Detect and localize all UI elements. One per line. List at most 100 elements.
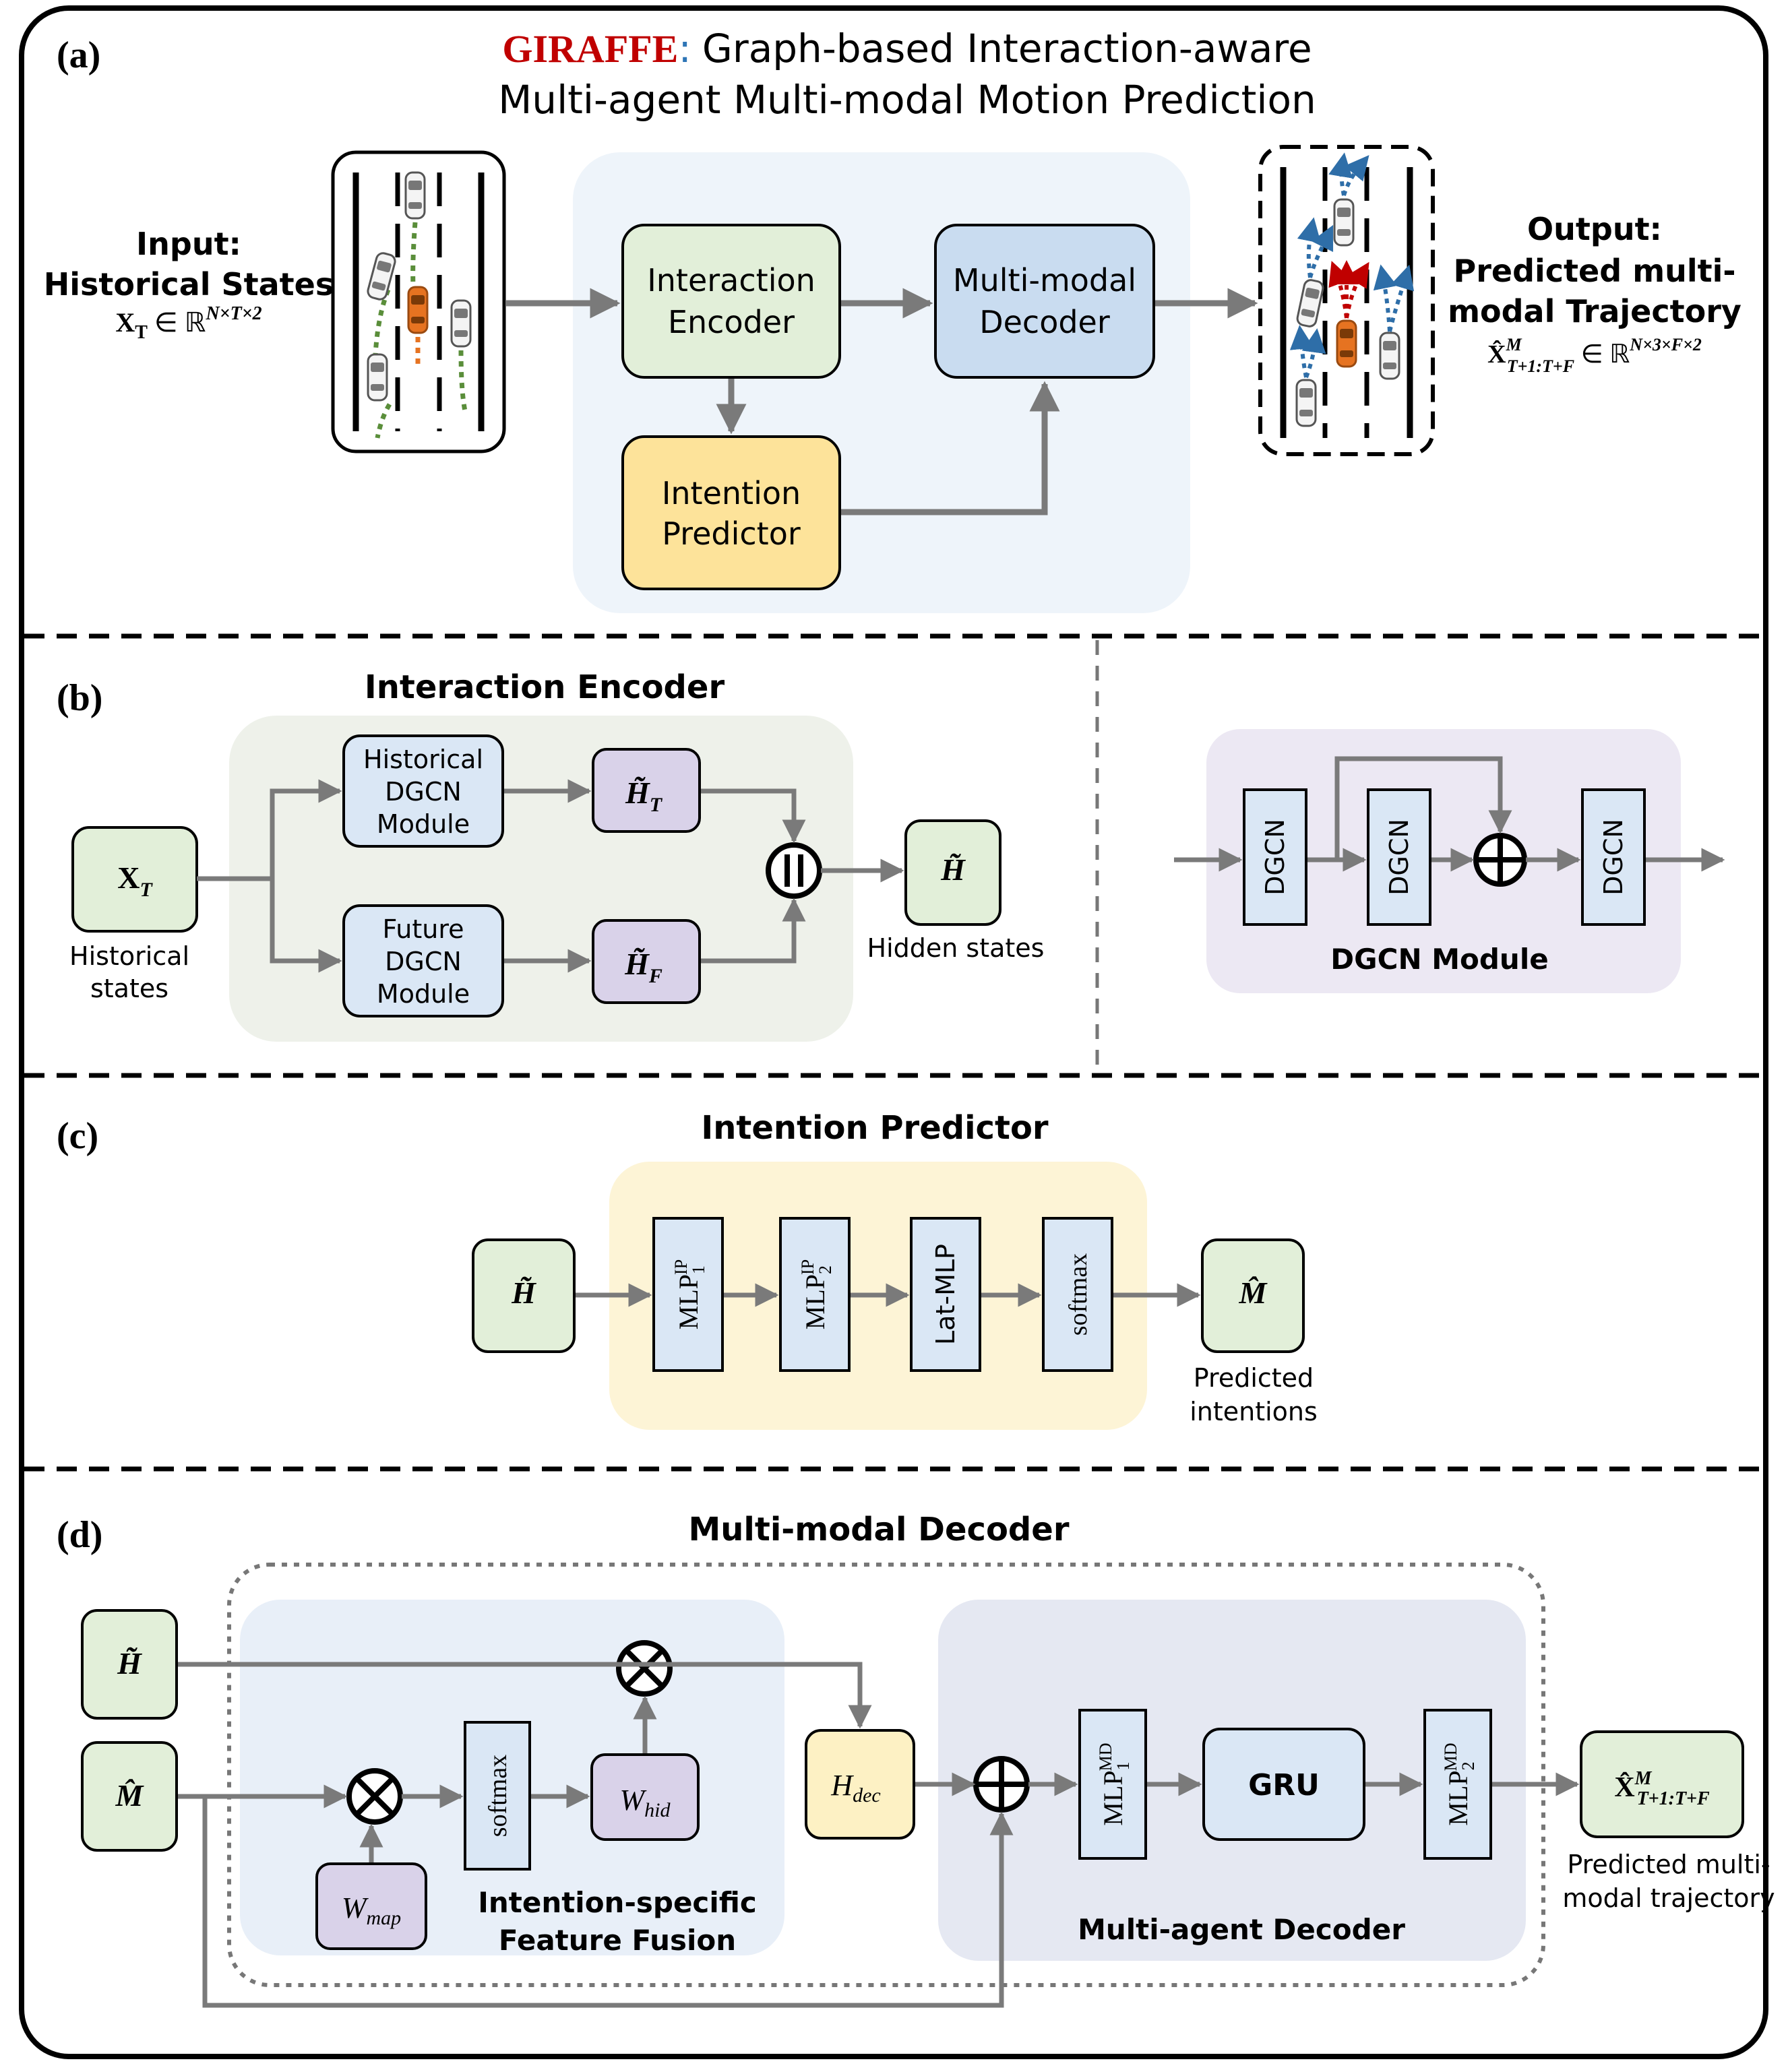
panel-b-title: Interaction Encoder — [365, 668, 725, 706]
dgcn-block-3 — [1581, 788, 1646, 926]
predicted-traj-1: Predicted multi- — [1567, 1850, 1770, 1879]
mlp2-md-block — [1423, 1709, 1492, 1860]
panel-a: (a) GIRAFFE:Graph-based Interaction-awar… — [44, 26, 1741, 613]
panel-b: (b) Interaction Encoder XT Historical st… — [57, 668, 1725, 1042]
future-dgcn-box — [342, 904, 504, 1017]
mlp1-md-block — [1078, 1709, 1147, 1860]
multi-agent-decoder-label: Multi-agent Decoder — [1078, 1913, 1405, 1946]
panel-c: (c) Intention Predictor H̃ MLP1IP MLP2IP… — [57, 1109, 1318, 1430]
multimodal-decoder-label-2: Decoder — [979, 304, 1110, 340]
ip-m-output-box — [1201, 1238, 1305, 1353]
md-softmax-label: softmax — [484, 1755, 512, 1837]
hf-label: H̃F — [624, 947, 662, 987]
w-hid-label: Whid — [620, 1784, 671, 1821]
md-h-input-box — [81, 1609, 178, 1720]
multiply-operator-left — [346, 1768, 403, 1825]
future-dgcn-label-2: DGCN — [385, 947, 462, 976]
dgcn-module-arrows — [1174, 756, 1725, 872]
w-map-box — [315, 1862, 427, 1950]
future-dgcn-label-1: Future — [382, 914, 464, 944]
ip-softmax-label: softmax — [1064, 1253, 1092, 1336]
interaction-encoder-box — [621, 224, 841, 379]
add-operator — [973, 1756, 1030, 1813]
interaction-encoder-container — [229, 716, 853, 1042]
mlp2-ip-label: MLP2IP — [798, 1259, 835, 1329]
outer-frame — [19, 5, 1768, 2059]
multiply-operator-top — [616, 1640, 673, 1697]
xt-input-label: XT — [117, 860, 153, 901]
multimodal-decoder-box — [934, 224, 1155, 379]
fusion-label-2: Feature Fusion — [499, 1924, 736, 1957]
dgcn-block-1 — [1243, 788, 1307, 926]
mlp2-ip-block — [779, 1217, 851, 1372]
md-m-input-box — [81, 1741, 178, 1852]
predicted-traj-2: modal trajectory — [1562, 1883, 1775, 1913]
mlp1-ip-block — [652, 1217, 724, 1372]
panel-c-label: (c) — [57, 1115, 98, 1157]
output-line3: modal Trajectory — [1448, 293, 1741, 329]
md-h-input-label: H̃ — [117, 1646, 142, 1681]
title-colon: : — [678, 26, 691, 71]
md-output-box — [1580, 1730, 1744, 1838]
dgcn-add-operator — [1473, 833, 1527, 887]
mlp1-ip-label: MLP1IP — [671, 1259, 708, 1329]
historical-states-2: states — [90, 974, 168, 1003]
input-historical-states: Historical States — [44, 266, 334, 303]
intention-predictor-label-2: Predictor — [662, 515, 801, 552]
output-label: Output: — [1527, 211, 1662, 247]
panel-b-label: (b) — [57, 677, 102, 719]
lat-mlp-block — [910, 1217, 981, 1372]
w-hid-box — [590, 1753, 700, 1841]
historical-dgcn-label-1: Historical — [363, 745, 483, 774]
historical-states-1: Historical — [69, 941, 189, 971]
lat-mlp-label: Lat-MLP — [931, 1244, 960, 1345]
title-main: Graph-based Interaction-aware — [702, 26, 1312, 71]
h-output-label: H̃ — [940, 852, 966, 887]
predicted-intentions-1: Predicted — [1194, 1363, 1314, 1393]
md-m-input-label: M̂ — [115, 1778, 145, 1813]
panel-c-title: Intention Predictor — [701, 1109, 1049, 1147]
w-map-label: Wmap — [342, 1891, 401, 1929]
concat-operator — [766, 842, 822, 899]
multimodal-decoder-label-1: Multi-modal — [953, 262, 1136, 299]
output-road-illustration — [1258, 145, 1435, 456]
gru-label: GRU — [1248, 1768, 1320, 1802]
giraffe-brand: GIRAFFE — [502, 27, 678, 71]
output-line2: Predicted multi- — [1454, 253, 1736, 289]
decoder-dotted-boundary — [227, 1563, 1545, 1987]
h-output-box — [904, 819, 1001, 926]
ip-h-input-label: H̃ — [511, 1276, 536, 1310]
historical-dgcn-label-3: Module — [377, 809, 470, 839]
dgcn-block-2-label: DGCN — [1384, 819, 1414, 896]
input-formula: XT ∈ ℝN×T×2 — [115, 303, 261, 343]
hf-box — [592, 919, 701, 1004]
panel-d: (d) Multi-modal Decoder H̃ M̂ softmax — [57, 1511, 1775, 2008]
interaction-encoder-label-2: Encoder — [668, 304, 795, 340]
hidden-states-label: Hidden states — [867, 933, 1045, 963]
gru-box — [1202, 1728, 1365, 1841]
panel-a-title-line2: Multi-agent Multi-modal Motion Predictio… — [498, 77, 1316, 123]
md-softmax-block — [464, 1721, 531, 1871]
panel-a-arrows — [505, 288, 1258, 515]
mlp2-md-label: MLP2MD — [1441, 1743, 1478, 1825]
ip-h-input-box — [472, 1238, 576, 1353]
panel-d-title: Multi-modal Decoder — [688, 1511, 1069, 1548]
dgcn-block-2 — [1367, 788, 1431, 926]
ht-label: H̃T — [625, 776, 663, 816]
intention-predictor-box — [621, 435, 841, 590]
ip-softmax-block — [1042, 1217, 1113, 1372]
panel-a-title-line1: GIRAFFE:Graph-based Interaction-aware — [502, 26, 1312, 71]
interaction-encoder-label-1: Interaction — [647, 262, 815, 299]
h-dec-box — [805, 1729, 915, 1840]
predicted-intentions-2: intentions — [1190, 1397, 1318, 1426]
ht-box — [592, 748, 701, 833]
panel-d-label: (d) — [57, 1514, 102, 1556]
intention-predictor-label-1: Intention — [662, 475, 801, 511]
h-dec-label: Hdec — [830, 1769, 880, 1807]
historical-dgcn-label-2: DGCN — [385, 777, 462, 807]
panel-b-arrows — [197, 779, 904, 973]
